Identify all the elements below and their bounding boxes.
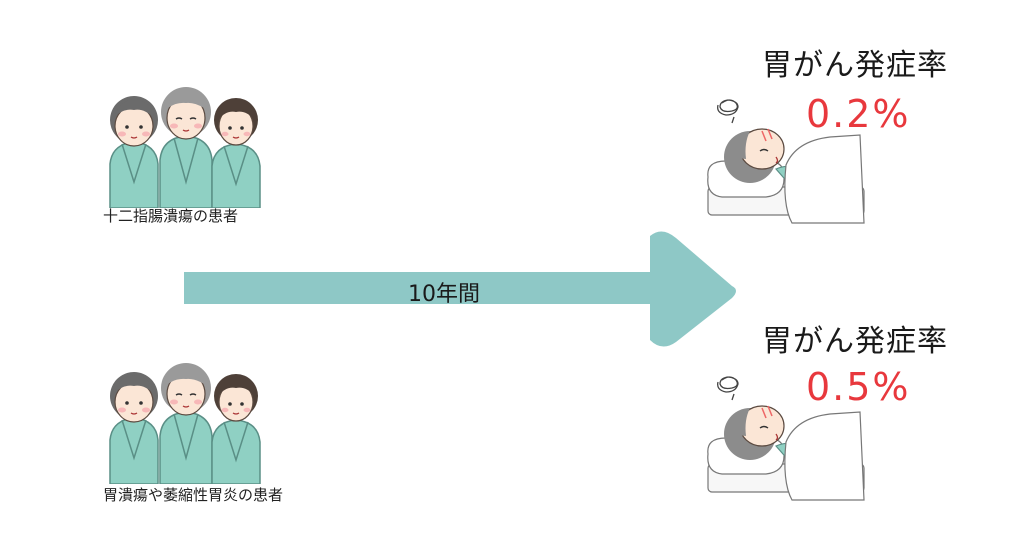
group-caption: 十二指腸潰瘍の患者	[103, 207, 239, 225]
patient-figure	[109, 372, 159, 484]
worry-scribble-icon	[717, 376, 739, 401]
patient-figure	[159, 87, 213, 208]
patient-figure	[211, 374, 261, 484]
group-caption: 胃潰瘍や萎縮性胃炎の患者	[103, 486, 284, 504]
outcome-title: 胃がん発症率	[762, 324, 948, 359]
patient-figure	[211, 98, 261, 208]
patient-group-illustration	[109, 363, 261, 484]
sick-patient-in-bed-illustration	[707, 99, 865, 224]
patient-figure	[159, 363, 213, 484]
outcome-rate: 0.5%	[806, 365, 911, 409]
patient-figure	[109, 96, 159, 208]
outcome-rate: 0.2%	[806, 92, 911, 136]
arrow-label: 10年間	[408, 282, 480, 307]
patient-group-illustration	[109, 87, 261, 208]
sick-patient-in-bed-illustration	[707, 376, 865, 501]
outcome-title: 胃がん発症率	[762, 48, 948, 83]
worry-scribble-icon	[717, 99, 739, 124]
timeline-arrow	[184, 231, 736, 347]
